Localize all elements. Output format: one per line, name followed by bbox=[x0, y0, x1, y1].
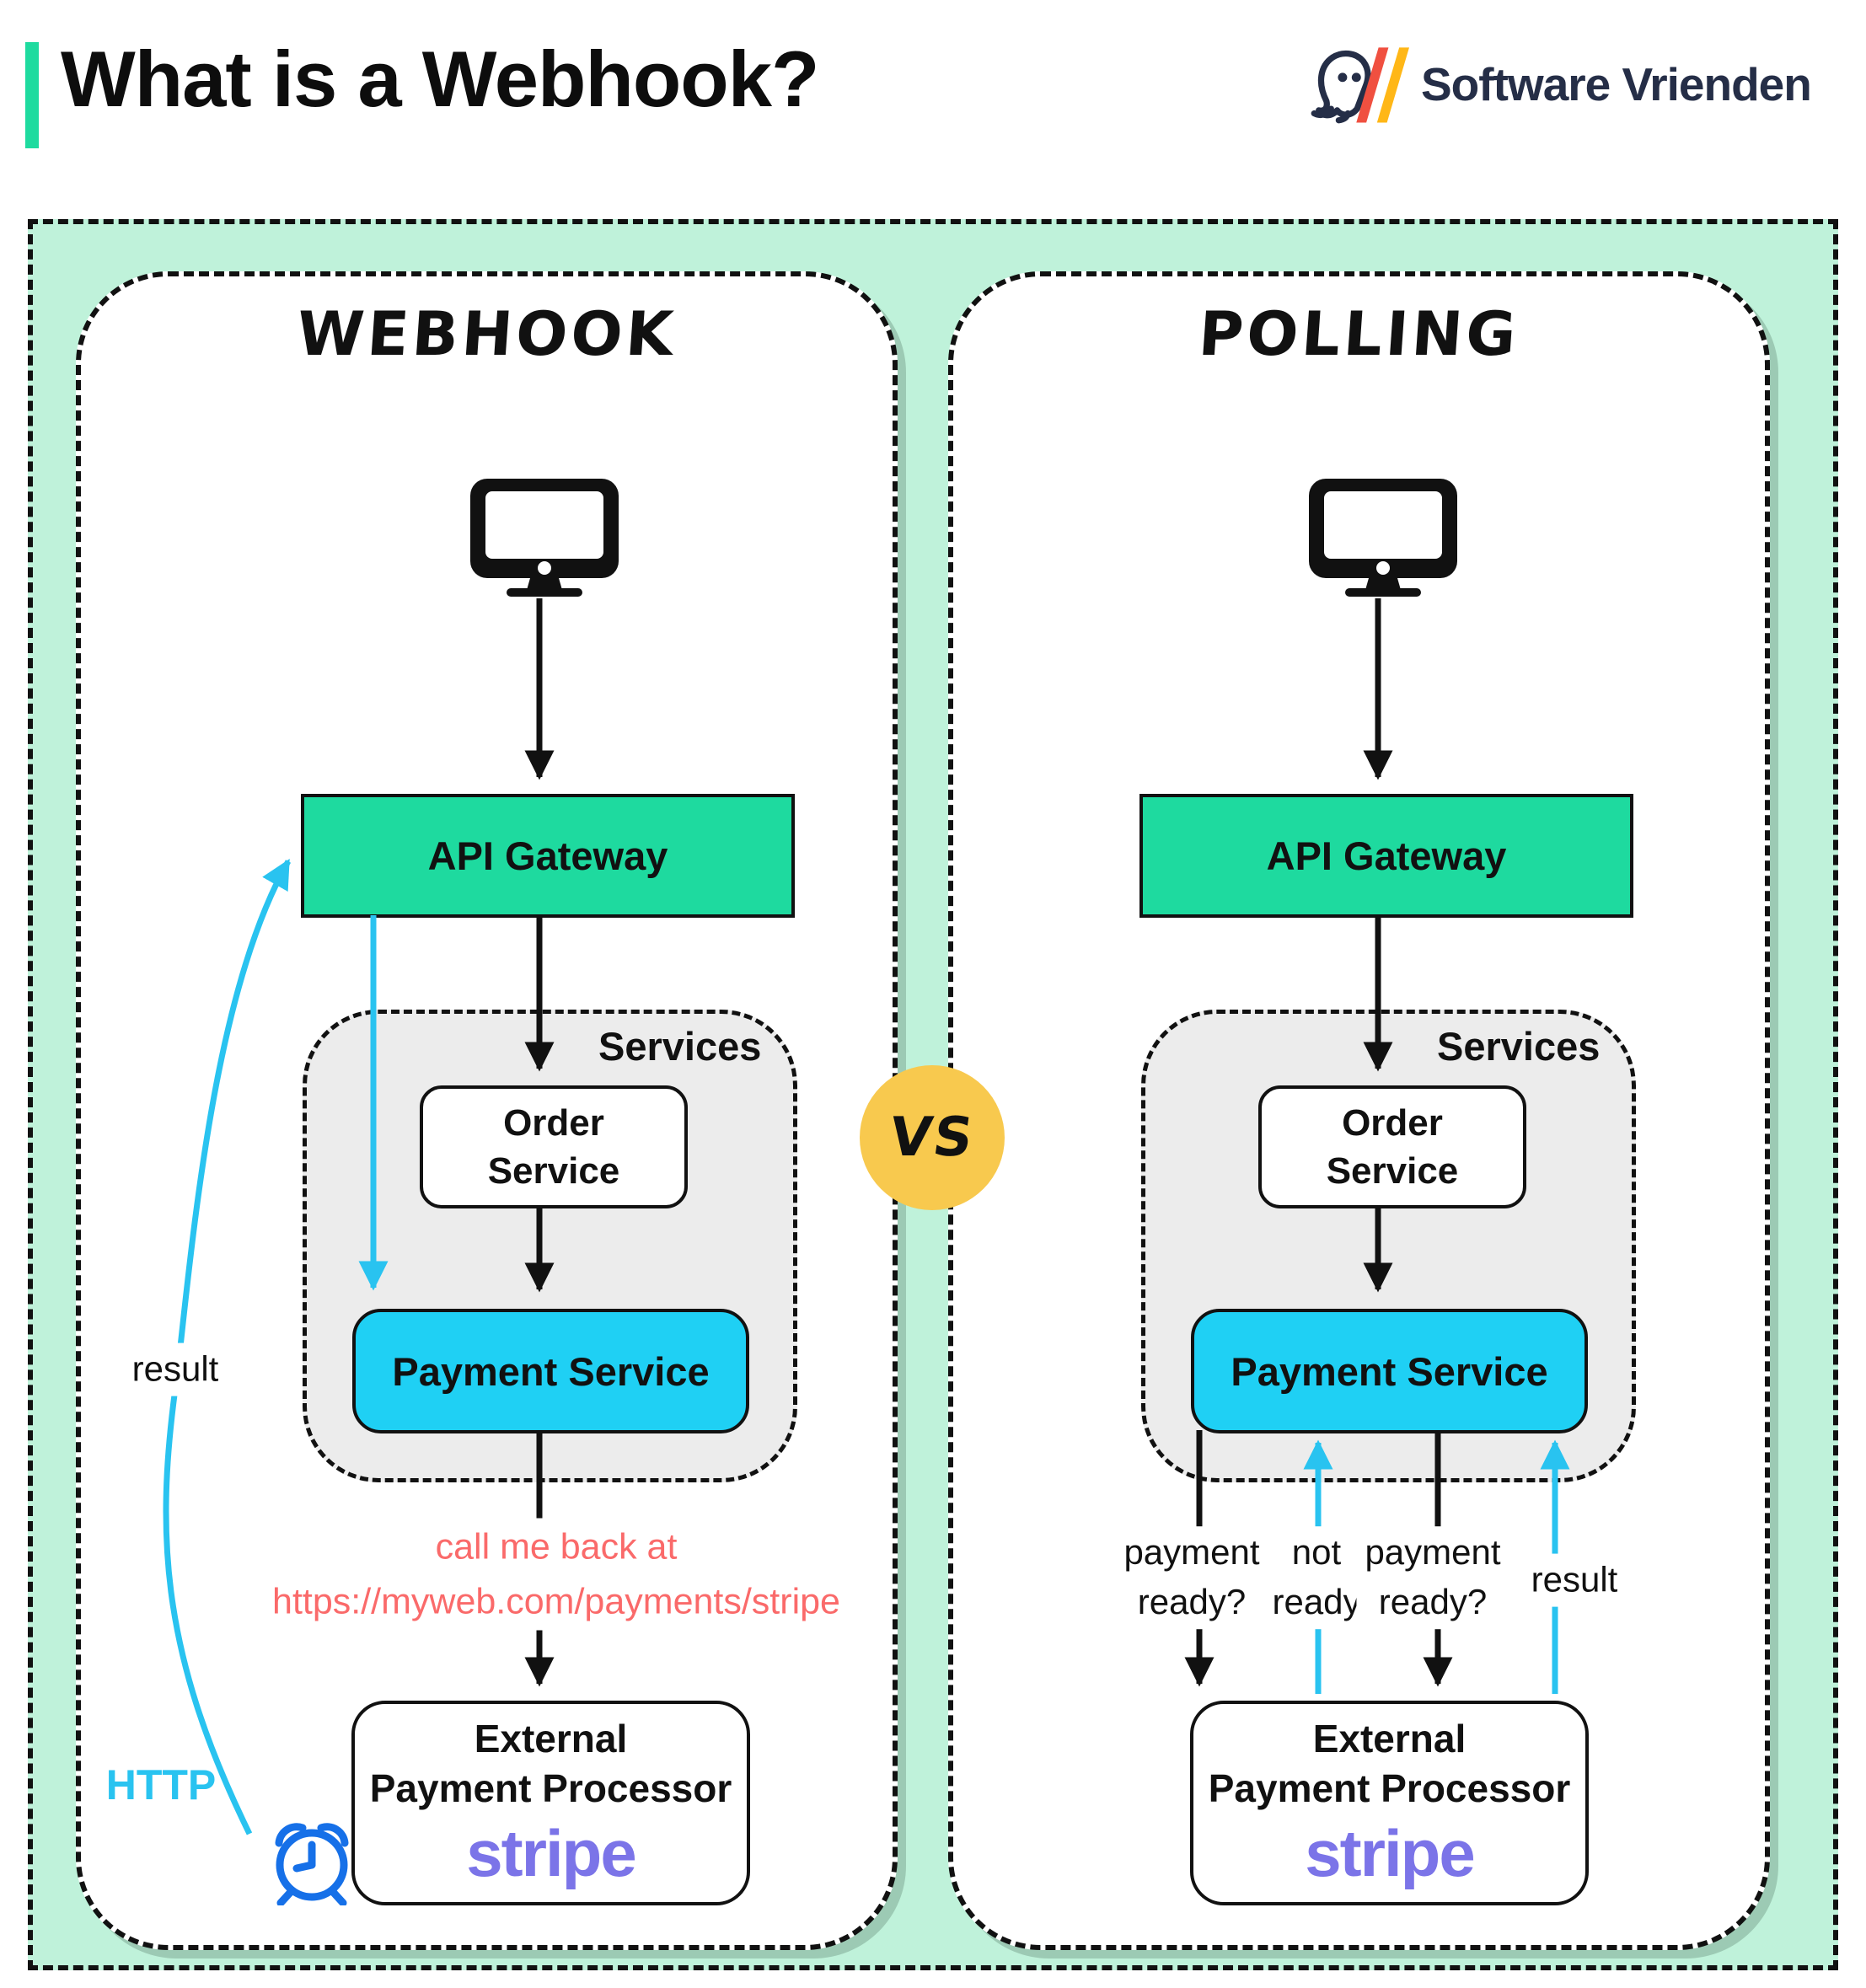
webhook-panel-title: Webhook bbox=[294, 298, 679, 369]
services-group-label: Services bbox=[1437, 1024, 1601, 1069]
brand-name: Software Vrienden bbox=[1421, 58, 1812, 110]
vs-badge-label: VS bbox=[885, 1107, 979, 1169]
external-processor-label: External Payment Processor bbox=[1208, 1717, 1571, 1810]
page-title: What is a Webhook? bbox=[61, 35, 819, 123]
arrow-label-overlay-2: not ready bbox=[1263, 1526, 1370, 1629]
octopus-logo-icon bbox=[1311, 47, 1409, 124]
api-gateway-label: API Gateway bbox=[427, 833, 668, 878]
vs-badge: VS bbox=[860, 1065, 1005, 1210]
http-label: HTTP bbox=[105, 1761, 217, 1808]
api-gateway-box: API Gateway bbox=[1139, 794, 1633, 918]
arrow-label-overlay-1: payment ready? bbox=[1115, 1526, 1268, 1629]
api-gateway-box: API Gateway bbox=[301, 794, 795, 918]
api-gateway-label: API Gateway bbox=[1266, 833, 1507, 878]
arrow-label-overlay-3: payment ready? bbox=[1356, 1526, 1509, 1629]
payment-service-label: Payment Service bbox=[1231, 1348, 1548, 1394]
external-processor-label: External Payment Processor bbox=[369, 1717, 732, 1810]
payment-service-label: Payment Service bbox=[392, 1348, 710, 1394]
result-label-overlay: result bbox=[123, 1342, 228, 1396]
external-processor-box: External Payment Processor stripe bbox=[351, 1701, 750, 1905]
computer-icon bbox=[470, 479, 619, 597]
polling-panel: Polling API Gateway Services Order Servi… bbox=[948, 271, 1770, 1950]
arrow-label-overlay-4: result bbox=[1522, 1553, 1627, 1607]
brand-logo: Software Vrienden bbox=[1308, 42, 1812, 126]
external-processor-box: External Payment Processor stripe bbox=[1190, 1701, 1589, 1905]
payment-service-box: Payment Service bbox=[1191, 1309, 1588, 1433]
order-service-label: Order Service bbox=[1326, 1101, 1459, 1192]
callback-note-overlay: call me back at https://myweb.com/paymen… bbox=[264, 1518, 849, 1631]
polling-panel-title: Polling bbox=[1196, 298, 1522, 369]
payment-service-box: Payment Service bbox=[352, 1309, 749, 1433]
services-group-label: Services bbox=[598, 1024, 762, 1069]
alarm-clock-icon bbox=[275, 1823, 349, 1905]
title-accent-bar bbox=[25, 42, 39, 148]
order-service-box: Order Service bbox=[1258, 1085, 1526, 1208]
stripe-logo: stripe bbox=[1305, 1815, 1475, 1890]
webhook-panel: Webhook API Gateway Services Order Servi… bbox=[76, 271, 898, 1950]
computer-icon bbox=[1309, 479, 1457, 597]
stripe-logo: stripe bbox=[466, 1815, 636, 1890]
order-service-box: Order Service bbox=[420, 1085, 688, 1208]
order-service-label: Order Service bbox=[487, 1101, 620, 1192]
